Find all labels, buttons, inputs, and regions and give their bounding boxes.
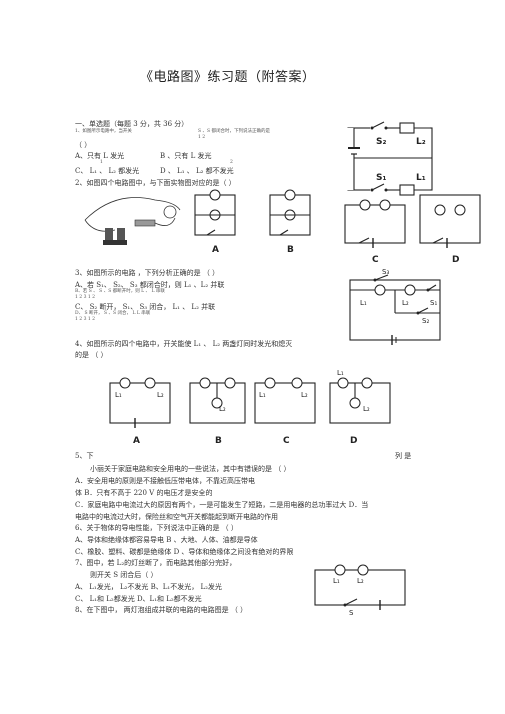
q1-stem-sub: 1 2 [198, 135, 206, 140]
q3-l2-label: L₂ [402, 299, 409, 307]
q7-stem-2: 则开关 S 闭合后（ ） [90, 571, 158, 579]
q1-option-a: A、只有 L 发光 [75, 152, 125, 160]
q6-options-cd: C、橡胶、塑料、碳都是绝缘体 D 、导体和绝缘体之间没有绝对的界限 [75, 548, 294, 556]
q5-option-a: A．安全用电的原则是不接触低压带电体，不靠近高压带电 [75, 477, 256, 485]
q4-figures: L₁ L₁ L₂ A L₂ B L₁ L₂ C L₂ D [109, 369, 391, 446]
q3-circuit-figure: S₃ L₁ L₂ S₁ S₂ [349, 268, 441, 345]
q5-option-c-2: 电路中的电流过大时，保险丝和空气开关都能起到断开电路的作用 [75, 513, 278, 521]
q1-s2-label: S₂ [376, 137, 386, 147]
q4-a-l2: L₂ [157, 391, 164, 399]
q5-stem: 小丽关于家庭电路和安全用电的一些说法，其中有错误的是 （ ） [90, 465, 291, 473]
q4-option-c-circuit: L₁ L₂ C [254, 377, 316, 446]
q1-circuit-figure: S₂ L₂ S₁ L₁ [340, 121, 433, 196]
q3-s1-label: S₁ [430, 299, 437, 307]
q7-s-label: S [349, 609, 354, 617]
q4-c-l2: L₂ [301, 391, 308, 399]
q1-option-c: C、 L₁ 、 L₂ 都发光 [75, 167, 140, 175]
q4-a-l1: L₁ [115, 391, 122, 399]
q1-paren: （ ） [75, 141, 92, 149]
q4-label-c: C [283, 436, 290, 446]
q7-l1-label: L₁ [333, 577, 340, 585]
page-title: 《电路图》练习题（附答案） [140, 70, 316, 85]
q1-stem: 1、如图所示电路中，当开关 [75, 129, 132, 134]
q4-label-b: B [215, 436, 222, 446]
q4-option-d-circuit: L₂ D [329, 377, 391, 446]
q6-options-ab: A、导体和绝缘体都容易导电 B 、大地、人体、油都是导体 [75, 536, 258, 544]
q1-option-b: B 、只有 L 发光 [160, 152, 212, 160]
q4-label-l1-top: L₁ [337, 369, 344, 377]
q8-stem: 8、在下图中， 两灯泡组成并联的电路的电路图是 （ ） [75, 606, 248, 614]
q2-option-c-circuit: C [344, 199, 406, 265]
q2-option-d-circuit: D [419, 194, 481, 265]
q3-option-d: D、 S 断开， S 、S 闭合， L L 串联 [75, 311, 151, 316]
q2-physical-diagram [84, 197, 181, 245]
q2-option-a-circuit: A [194, 189, 236, 255]
q4-d-l2: L₂ [363, 405, 370, 413]
q6-stem: 6、关于物体的导电性能，下列说法中正确的是 （ ） [75, 524, 238, 532]
q1-option-a-sub: 1 [100, 160, 103, 165]
q2-label-b: B [287, 245, 294, 255]
q3-option-a: A、若 S₁、 S₂、 S₃ 都闭合时，则 L₁ 、L₂ 并联 [75, 281, 225, 289]
q7-l2-label: L₂ [357, 577, 364, 585]
q2-label-c: C [372, 255, 379, 265]
q4-option-a-circuit: L₁ L₂ A [109, 377, 171, 446]
q7-options-cd: C、 L₁和 L₂都发光 D、L₁和 L₂都不发光 [75, 595, 202, 603]
q5-tail: 列 是 [395, 452, 412, 460]
q4-label-a: A [133, 436, 140, 446]
q2-stem: 2、如图四个电路图中，与下面实物图对应的是（ ） [75, 179, 236, 187]
q3-stem: 3、如图所示的电路 ，下列分析正确的是 （ ） [75, 269, 220, 277]
q3-s3-label: S₃ [382, 268, 389, 276]
q1-option-d: D 、 L₁ 、 L₂ 都不发光 [160, 167, 234, 175]
q2-figures: A B C D [84, 189, 481, 265]
q2-label-d: D [452, 255, 459, 265]
section-heading: 一、单选题（每题 3 分，共 36 分） [75, 120, 189, 128]
q3-s2-label: S₂ [422, 317, 429, 325]
q7-stem: 7、图中，若 L₂的灯丝断了，而电路其他部分完好， [75, 559, 237, 567]
q7-circuit-figure: L₁ L₂ S [314, 564, 406, 617]
q1-option-b-sub: 2 [230, 160, 233, 165]
q3-l1-label: L₁ [360, 299, 367, 307]
q3-option-d-sub: 1 2 3 1 2 [75, 317, 96, 322]
q5-number: 5、下 [75, 452, 94, 460]
q2-option-b-circuit: B [269, 189, 311, 255]
q5-option-b: 体 B．只有不高于 220 V 的电压才是安全的 [75, 489, 213, 497]
q4-stem: 4、如图所示的四个电路中，开关能使 L₁ 、 L₂ 两盏灯同时发光和熄灭 [75, 340, 293, 348]
q1-stem-2: S 、S 都闭合时，下列说法正确的是 [198, 129, 271, 134]
q3-option-b: B、若 S 、 S 、S 都断开时，则 L 、 L 串联 [75, 289, 165, 294]
q3-option-c: C、 S₂ 断开， S₁、 S₃ 闭合， L₁ 、 L₂ 并联 [75, 303, 216, 311]
q3-option-b-sub: 1 2 3 1 2 [75, 295, 96, 300]
q2-label-a: A [212, 245, 219, 255]
q4-option-b-circuit: L₂ B [189, 377, 246, 446]
q1-s1-label: S₁ [376, 173, 386, 183]
q4-b-l2: L₂ [219, 405, 226, 413]
q1-l1-label: L₁ [416, 173, 426, 183]
q4-label-d: D [350, 436, 357, 446]
q4-stem-2: 的是 （ ） [75, 351, 108, 359]
q4-c-l1: L₁ [259, 391, 266, 399]
q5-option-c: C．家庭电路中电流过大的原因有两个，一是可能发生了短路，二是用电器的总功率过大 … [75, 501, 369, 509]
q1-l2-label: L₂ [416, 137, 426, 147]
q7-options-ab: A、 L₁发光， L₂不发光 B、L₁不发光， L₂发光 [75, 583, 222, 591]
